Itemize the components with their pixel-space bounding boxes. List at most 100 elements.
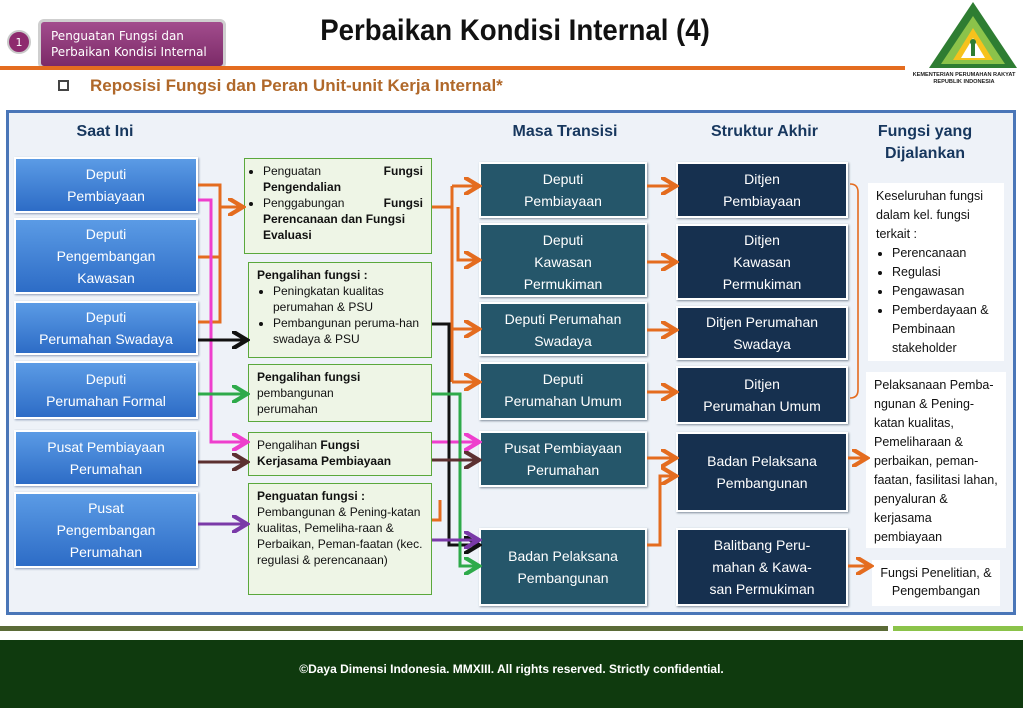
unit-line: Kawasan [733,254,791,270]
section-label-line2: Perbaikan Kondisi Internal [51,45,207,59]
column-header-final: Struktur Akhir [711,123,818,140]
unit-line: Deputi [542,232,584,248]
unit-line: Deputi Perumahan [504,311,622,327]
unit-line: san Permukiman [709,581,815,597]
footer-divider [0,626,888,631]
note-text: Penggabungan [263,196,345,210]
note-heading: Pengalihan fungsi [257,370,361,384]
header-divider [0,66,905,70]
unit-line: Permukiman [523,276,603,292]
function-box-research: Fungsi Penelitian, & Pengembangan [872,560,1000,606]
unit-line: Deputi [542,371,584,387]
note-heading: Penguatan fungsi : [257,489,365,503]
connector-arrow [432,392,476,566]
note-pengalihan-swadaya: Pengalihan fungsi : Peningkatan kualitas… [248,262,432,358]
connector-arrow [198,183,240,207]
function-item: Pengawasan [892,282,996,301]
note-pengalihan-kerjasama: Pengalihan Fungsi Kerjasama Pembiayaan [248,432,432,476]
final-unit-balitbang[interactable]: Balitbang Peru-mahan & Kawa-san Permukim… [676,528,848,606]
note-text-bold: Evaluasi [263,228,312,242]
column-header-current: Saat Ini [76,123,134,140]
unit-line: Pusat Pembiayaan [47,439,165,455]
function-item: Pemberdayaan & Pembinaan stakeholder [892,301,996,358]
unit-line: Ditjen [744,232,780,248]
function-item: Perencanaan [892,244,996,263]
unit-line: Pembangunan [517,570,609,586]
unit-line: Balitbang Peru- [713,537,811,553]
unit-line: Pengembangan [56,522,156,538]
unit-line: Pengembangan [56,248,156,264]
section-label-line1: Penguatan Fungsi dan [51,29,184,43]
unit-line: Deputi [85,309,127,325]
unit-line: Deputi [542,171,584,187]
unit-line: Perumahan Umum [504,393,622,409]
connector-arrow [647,476,673,547]
unit-line: Deputi [85,371,127,387]
unit-line: Permukiman [722,276,802,292]
footer-copyright: ©Daya Dimensi Indonesia. MMXIII. All rig… [299,662,724,676]
note-text-bold: Kerjasama Pembiayaan [257,454,392,468]
unit-line: Perumahan [69,461,143,477]
unit-line: Pembiayaan [67,188,145,204]
connector-line [198,207,222,259]
section-number: 1 [15,35,23,49]
note-text-bold: Fungsi [320,438,360,452]
footer-divider-accent [893,626,1023,631]
section-number-badge: 1 [7,30,31,54]
unit-line: Ditjen Perumahan [705,314,819,330]
unit-line: Kawasan [534,254,592,270]
unit-line: Pusat [88,500,124,516]
ministry-name-line1: KEMENTERIAN PERUMAHAN RAKYAT [912,72,1016,78]
column-header-functions: Fungsi yang Dijalankan [860,121,990,165]
unit-line: Perumahan Swadaya [39,331,173,347]
connector-arrow [432,322,476,545]
subtitle: Reposisi Fungsi dan Peran Unit-unit Kerj… [90,76,503,95]
column-header-functions-line2: Dijalankan [884,145,966,162]
note-text: Peningkatan kualitas perumahan & PSU [273,283,423,315]
note-text-bold: Perencanaan dan Fungsi [263,212,406,226]
note-text: Pembangunan & Pening-katan kualitas, Pem… [257,505,423,567]
checkbox-bullet-icon [58,80,69,91]
ministry-logo [929,2,1017,68]
note-text: pembangunan perumahan [257,386,334,416]
unit-line: Pembiayaan [723,193,801,209]
unit-line: Badan Pelaksana [508,548,618,564]
function-box-general: Keseluruhan fungsi dalam kel. fungsi ter… [868,183,1004,361]
unit-line: Perumahan [526,462,600,478]
note-text-bold: Pengendalian [263,180,342,194]
grouping-bracket [849,183,859,399]
unit-line: Pembiayaan [524,193,602,209]
ministry-name: KEMENTERIAN PERUMAHAN RAKYAT REPUBLIK IN… [905,72,1023,86]
unit-line: Ditjen [744,171,780,187]
ministry-name-line2: REPUBLIK INDONESIA [933,79,995,85]
page-title: Perbaikan Kondisi Internal (4) [320,14,710,47]
unit-line: Swadaya [534,333,592,349]
function-intro: Keseluruhan fungsi dalam kel. fungsi ter… [876,189,984,241]
unit-line: mahan & Kawa- [712,559,812,575]
connector-line [198,257,222,324]
connector-arrow [456,207,476,260]
column-header-functions-line1: Fungsi yang [877,123,973,140]
unit-line: Perumahan Umum [703,398,821,414]
unit-line: Perumahan Formal [46,393,166,409]
note-heading: Pengalihan fungsi : [257,268,368,282]
